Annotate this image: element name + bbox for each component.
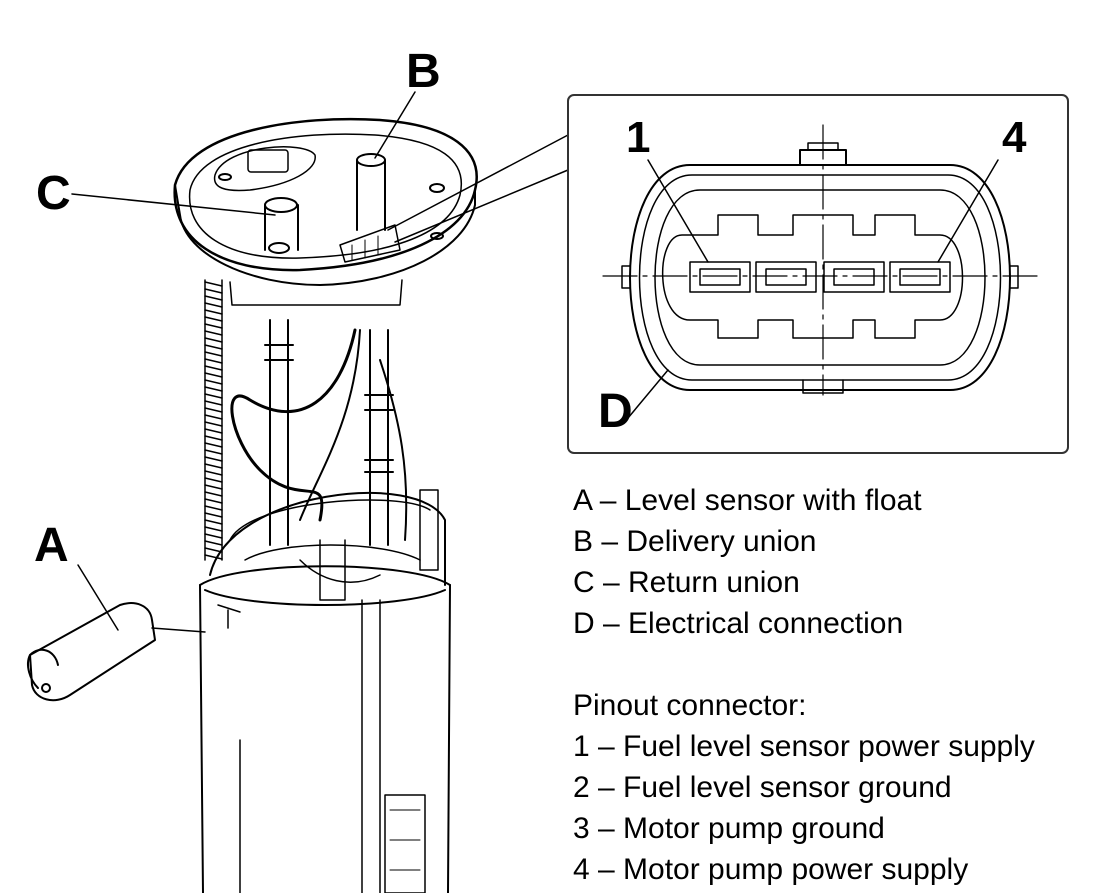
pinout-item-4: 4 – Motor pump power supply [573,853,969,886]
callout-b: B [406,45,441,98]
pinout-item-1: 1 – Fuel level sensor power supply [573,730,1035,763]
connector-inset-panel [567,94,1069,454]
legend-item-c: C – Return union [573,566,800,599]
pinout-title: Pinout connector: [573,689,807,722]
callout-c: C [36,167,71,220]
fuel-pump-assembly [27,91,999,893]
pin-1-label: 1 [626,113,651,162]
callout-a: A [34,519,69,572]
legend-item-b: B – Delivery union [573,525,817,558]
legend-item-a: A – Level sensor with float [573,484,922,517]
callout-d: D [598,385,633,438]
pin-4-label: 4 [1002,113,1027,162]
legend-item-d: D – Electrical connection [573,607,904,640]
pinout-item-2: 2 – Fuel level sensor ground [573,771,952,804]
pinout-item-3: 3 – Motor pump ground [573,812,885,845]
